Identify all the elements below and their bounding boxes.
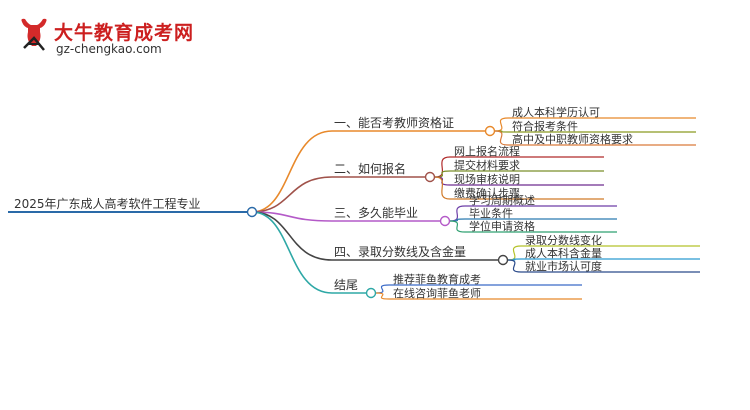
branch-node-label: 三、多久能毕业 [334, 206, 418, 220]
leaf-node-label: 推荐菲鱼教育成考 [393, 272, 481, 286]
branch-node-label: 结尾 [334, 278, 358, 292]
leaf-node-label: 学习周期概述 [469, 193, 535, 207]
leaf-node-label: 缴费确认步骤 [454, 186, 520, 200]
branch-child-connector [375, 284, 390, 294]
leaf-node-label: 符合报考条件 [512, 119, 578, 133]
leaf-node-label: 高中及中职教师资格要求 [512, 132, 633, 146]
root-branch-connector [251, 211, 333, 261]
root-branch-connector [251, 130, 333, 213]
branch-node-label: 二、如何报名 [334, 161, 406, 176]
root-node-label: 2025年广东成人高考软件工程专业 [14, 196, 201, 211]
bull-logo-icon [21, 18, 47, 51]
branch-node-dot [424, 171, 436, 183]
leaf-node-label: 网上报名流程 [454, 144, 520, 158]
branch-child-connector [494, 117, 509, 132]
branch-node-label: 四、录取分数线及含金量 [334, 244, 466, 259]
branch-node-dot [365, 287, 377, 299]
branch-child-connector [507, 259, 522, 273]
branch-child-connector [494, 130, 509, 146]
branch-node-dot [497, 254, 509, 266]
leaf-node-label: 毕业条件 [469, 206, 513, 220]
root-branch-connector [251, 211, 333, 222]
leaf-node-label: 学位申请资格 [469, 219, 535, 233]
root-branch-connector [251, 176, 333, 213]
branch-child-connector [507, 245, 522, 261]
root-node-dot [246, 206, 258, 218]
branch-node-dot [439, 215, 451, 227]
leaf-node-label: 提交材料要求 [454, 158, 520, 172]
root-branch-connector [251, 211, 333, 294]
branch-child-connector [449, 220, 466, 233]
brand-name: 大牛教育成考网 [54, 22, 195, 44]
leaf-node-label: 成人本科含金量 [525, 246, 602, 260]
branch-child-connector [434, 170, 451, 178]
branch-node-label: 一、能否考教师资格证 [334, 115, 454, 130]
branch-child-connector [434, 176, 451, 200]
leaf-node-label: 现场审核说明 [454, 172, 520, 186]
leaf-node-label: 录取分数线变化 [525, 233, 602, 247]
brand-logo: 大牛教育成考网 gz-chengkao.com [16, 16, 256, 60]
branch-child-connector [375, 292, 390, 300]
leaf-node-label: 在线咨询菲鱼老师 [393, 286, 481, 300]
leaf-node-label: 成人本科学历认可 [512, 105, 600, 119]
brand-url: gz-chengkao.com [56, 42, 162, 56]
leaf-node-label: 就业市场认可度 [525, 259, 602, 273]
branch-node-dot [484, 125, 496, 137]
